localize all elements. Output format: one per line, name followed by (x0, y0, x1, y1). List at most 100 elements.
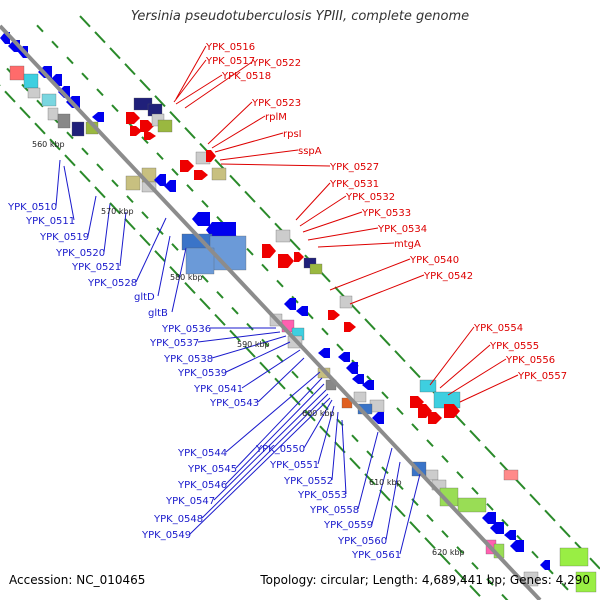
gene-feature (503, 469, 519, 481)
tick-mark (321, 327, 329, 336)
gene-feature (540, 560, 550, 570)
gene-feature (71, 121, 85, 137)
leader-line (157, 235, 171, 297)
gene-label: YPK_0519 (39, 232, 89, 243)
leader-line (219, 149, 299, 161)
map-title: Yersinia pseudotuberculosis YPIII, compl… (130, 9, 470, 24)
gene-feature (47, 107, 59, 121)
leader-line (175, 74, 223, 105)
tick-mark (229, 329, 241, 342)
gene-feature (482, 512, 496, 524)
gene-feature (344, 322, 356, 332)
gene-feature (510, 540, 524, 552)
scale-label: 620 kbp (432, 548, 465, 557)
gene-label: YPK_0536 (161, 324, 211, 335)
gene-label: YPK_0539 (177, 368, 227, 379)
gene-feature (362, 380, 374, 390)
tick-mark (246, 247, 254, 256)
gene-feature (206, 222, 236, 238)
tick-mark (396, 407, 404, 416)
tick-mark (514, 477, 526, 490)
tick-mark (231, 306, 239, 315)
tick-mark (199, 297, 211, 310)
leader-line (225, 371, 321, 453)
leader-line (317, 405, 335, 465)
tick-mark (216, 215, 224, 224)
gene-feature (130, 126, 142, 136)
gene-label: gltD (134, 292, 155, 303)
tick-mark (154, 95, 166, 108)
tick-mark (96, 88, 104, 97)
tick-mark (394, 350, 406, 363)
tick-mark (261, 263, 269, 272)
leader-line (197, 331, 281, 343)
gene-label: YPK_0557 (517, 371, 567, 382)
tick-mark (111, 179, 119, 188)
gene-label: gltB (148, 308, 168, 319)
leader-line (207, 101, 253, 145)
tick-mark (141, 136, 149, 145)
accession-label: Accession: NC_010465 (9, 573, 146, 587)
leader-line (299, 195, 347, 227)
gene-label: YPK_0549 (141, 530, 191, 541)
tick-mark (454, 568, 466, 581)
gene-feature (9, 65, 25, 81)
tick-mark (394, 505, 406, 518)
leader-line (135, 217, 167, 283)
gene-feature (125, 175, 141, 191)
scale-label: 590 kbp (237, 340, 270, 349)
gene-label: YPK_0546 (177, 480, 227, 491)
tick-mark (111, 104, 119, 113)
tick-mark (379, 489, 391, 502)
gene-label: YPK_0537 (149, 338, 199, 349)
tick-mark (79, 170, 91, 183)
gene-label: YPK_0542 (423, 271, 473, 282)
leader-line (175, 45, 207, 100)
tick-mark (349, 457, 361, 470)
tick-mark (79, 15, 91, 28)
gene-feature (180, 160, 194, 172)
tick-mark (424, 537, 436, 550)
leader-line (257, 357, 305, 403)
gene-label: YPK_0550 (255, 444, 305, 455)
tick-mark (381, 466, 389, 475)
leader-line (220, 163, 331, 167)
label-leader-lines (55, 45, 519, 555)
leader-line (317, 242, 395, 248)
leader-line (429, 326, 475, 386)
tick-mark (291, 370, 299, 379)
leader-line (241, 349, 301, 389)
gene-label: YPK_0518 (221, 71, 271, 82)
tick-mark (426, 439, 434, 447)
gene-label: rpsI (283, 129, 302, 140)
gene-feature (353, 391, 367, 403)
tick-mark (409, 521, 421, 534)
leader-line (171, 247, 187, 313)
tick-mark (501, 593, 509, 600)
leader-line (357, 431, 379, 510)
gene-label: YPK_0516 (205, 42, 255, 53)
tick-mark (529, 493, 541, 506)
tick-mark (184, 281, 196, 294)
gene-feature (41, 93, 57, 107)
leader-line (341, 419, 347, 495)
leader-line (385, 461, 401, 541)
tick-mark (229, 174, 241, 187)
tick-mark (19, 106, 31, 119)
scale-label: 600 kbp (302, 409, 335, 418)
tick-mark (469, 429, 481, 442)
scale-label: 610 kbp (369, 478, 402, 487)
tick-mark (51, 40, 59, 49)
tick-mark (126, 195, 134, 204)
gene-feature (192, 212, 210, 226)
tick-mark (304, 409, 316, 422)
tick-mark (141, 211, 149, 220)
leader-line (329, 258, 411, 291)
gene-label: rplM (265, 112, 287, 123)
tick-mark (216, 290, 224, 299)
leader-line (439, 344, 491, 389)
leader-line (103, 203, 111, 253)
tick-mark (409, 366, 421, 379)
tick-mark (94, 186, 106, 199)
